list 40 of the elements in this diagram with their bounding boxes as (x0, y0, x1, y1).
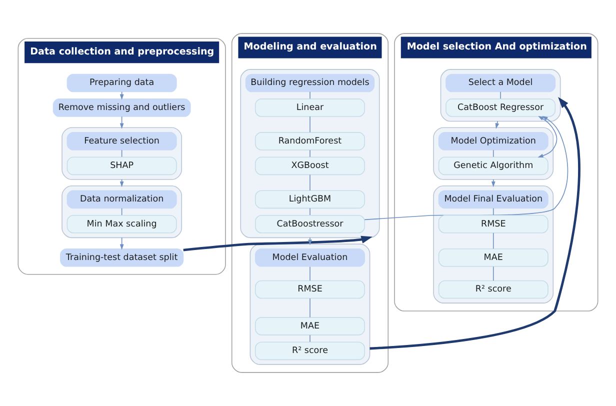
node-box: Model Final Evaluation (438, 190, 548, 209)
node-box: MAE (438, 248, 548, 267)
cluster (433, 185, 554, 304)
node-box: Linear (254, 98, 365, 117)
node-box: RandomForest (254, 132, 365, 150)
node-box: LightGBM (254, 190, 365, 209)
node-box: Genetic Algorithm (438, 156, 548, 176)
node-box: Building regression models (245, 74, 375, 92)
arrow (491, 179, 496, 188)
node-box: Model Evaluation (254, 248, 365, 267)
arrow (538, 116, 558, 158)
node-box: Feature selection (66, 132, 177, 150)
node-box: XGBoost (254, 156, 365, 176)
node-box: Training-test dataset split (60, 248, 184, 267)
connector (492, 232, 494, 250)
connector (500, 91, 501, 100)
node-box: CatBoost Regressor (446, 98, 556, 117)
node-box: RMSE (438, 214, 548, 234)
node-box: Min Max scaling (66, 214, 177, 234)
node-box: Data normalization (66, 190, 177, 209)
node-box: Model Optimization (438, 132, 548, 150)
node-box: Select a Model (446, 74, 556, 92)
cluster (62, 127, 182, 180)
node-box: Preparing data (66, 74, 177, 92)
connector (492, 208, 494, 216)
cluster (62, 185, 182, 238)
node-box: RMSE (254, 280, 365, 299)
connector (492, 266, 494, 282)
node-box: Remove missing and outliers (52, 98, 191, 117)
node-box: R² score (254, 342, 365, 360)
cluster (250, 244, 370, 365)
arrow (183, 236, 372, 252)
connector (492, 150, 494, 158)
cluster (433, 127, 554, 180)
arrow (308, 237, 312, 246)
node-box: R² score (438, 280, 548, 299)
node-box: SHAP (66, 156, 177, 176)
node-box: MAE (254, 317, 365, 336)
cluster (240, 69, 380, 238)
node-box: CatBoostressor (254, 214, 365, 234)
